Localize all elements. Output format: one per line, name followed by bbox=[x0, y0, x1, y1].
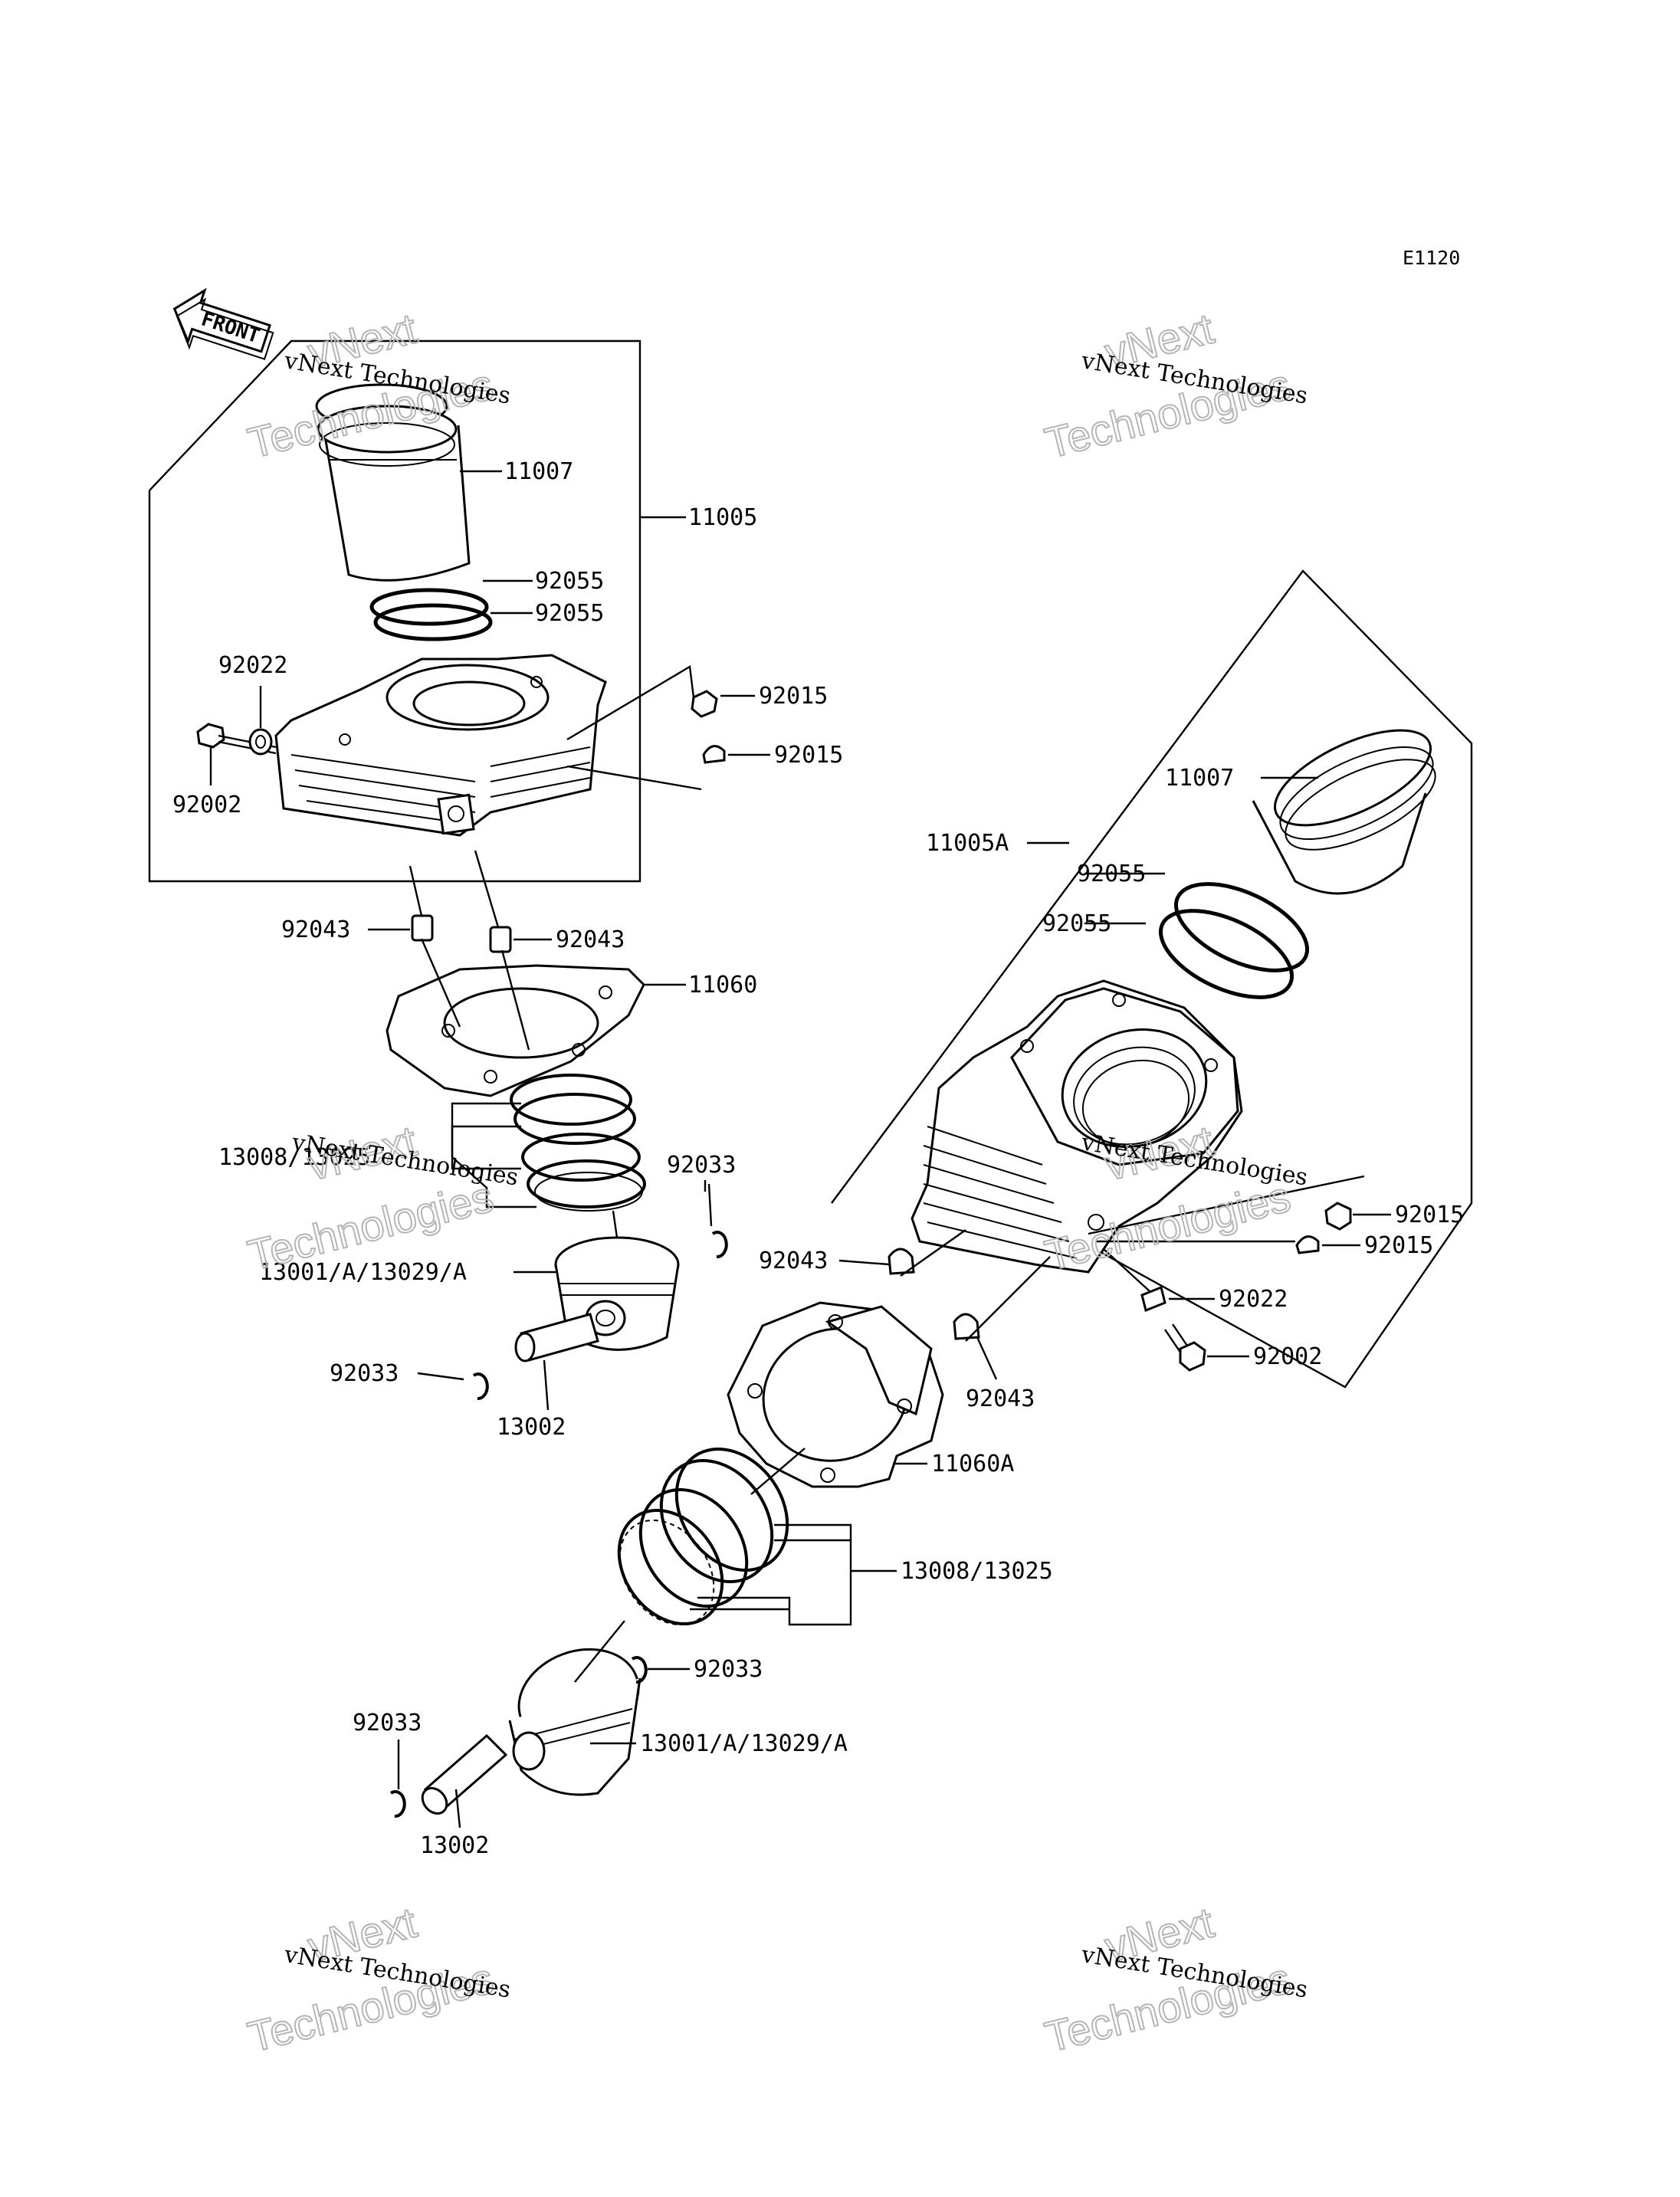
piston-pin-13002-rear bbox=[421, 1733, 508, 1815]
o-ring-92055-rear-a bbox=[1173, 882, 1310, 972]
label-92015-a: 92015 bbox=[759, 683, 828, 710]
watermark-bottom-right: vNext Technologies vNext Technologies bbox=[1039, 1897, 1309, 2061]
label-92015-rear-b: 92015 bbox=[1364, 1232, 1433, 1259]
circlip-92033-a bbox=[711, 1231, 728, 1259]
piston-rings-13008-rear bbox=[617, 1448, 789, 1626]
o-ring-92055-rear-b bbox=[1158, 909, 1294, 999]
label-11060A: 11060A bbox=[931, 1451, 1014, 1477]
label-92033-rear-a: 92033 bbox=[694, 1656, 763, 1683]
cap-nut-92015-rear-a bbox=[1324, 1202, 1352, 1231]
o-ring-92055-a bbox=[369, 588, 489, 626]
label-92033-rear-b: 92033 bbox=[353, 1710, 422, 1736]
label-92043-rear-b: 92043 bbox=[966, 1385, 1035, 1412]
label-92002: 92002 bbox=[172, 792, 241, 818]
o-ring-92055-b bbox=[373, 603, 493, 641]
label-92033-a: 92033 bbox=[667, 1152, 736, 1179]
piston-13001-rear bbox=[508, 1648, 641, 1796]
label-92043-b: 92043 bbox=[556, 926, 625, 953]
bolt-92002-rear bbox=[1164, 1323, 1206, 1372]
label-13002: 13002 bbox=[497, 1414, 566, 1441]
labels-rear: 11007 11005A 92055 92055 92015 92015 920… bbox=[353, 765, 1464, 1859]
label-13001: 13001/A/13029/A bbox=[259, 1259, 467, 1286]
label-92055-rear-a: 92055 bbox=[1077, 861, 1146, 887]
cap-nut-92015-b bbox=[702, 745, 726, 764]
dowel-92043-a bbox=[411, 914, 434, 942]
circlip-92033-rear-b bbox=[389, 1790, 406, 1818]
watermark-mid-left: vNext Technologies vNext Technologies bbox=[242, 1115, 520, 1280]
cap-nut-92015-a bbox=[691, 690, 718, 718]
leader-lines bbox=[209, 470, 1391, 1828]
label-11060: 11060 bbox=[688, 972, 757, 998]
label-92022: 92022 bbox=[218, 652, 287, 679]
dowel-92043-rear-a bbox=[888, 1248, 915, 1275]
label-11007-rear: 11007 bbox=[1165, 765, 1234, 792]
rear-cylinder-group bbox=[389, 569, 1473, 1818]
label-11007: 11007 bbox=[504, 458, 573, 485]
label-13008-rear: 13008/13025 bbox=[901, 1558, 1053, 1585]
label-13002-rear: 13002 bbox=[420, 1832, 489, 1859]
gasket-11060 bbox=[386, 964, 645, 1097]
label-13001-rear: 13001/A/13029/A bbox=[640, 1730, 848, 1757]
circlip-92033-b bbox=[472, 1372, 489, 1401]
front-arrow-icon: FRONT bbox=[172, 287, 274, 360]
label-92055-a: 92055 bbox=[535, 568, 604, 595]
label-92043-rear-a: 92043 bbox=[759, 1248, 828, 1274]
cap-nut-92015-rear-b bbox=[1295, 1235, 1320, 1254]
label-11005: 11005 bbox=[688, 504, 757, 531]
cylinder-block bbox=[274, 654, 607, 837]
washer-92022-rear bbox=[1140, 1285, 1166, 1313]
sleeve-11007-rear bbox=[1252, 729, 1436, 895]
diagram-code: E1120 bbox=[1403, 247, 1460, 269]
label-92043-a: 92043 bbox=[281, 917, 350, 943]
label-92022-rear: 92022 bbox=[1219, 1286, 1288, 1313]
watermark-bottom-left: vNext Technologies vNext Technologies bbox=[242, 1897, 512, 2061]
labels-front: 11007 11005 92055 92055 92022 92002 9201… bbox=[172, 458, 843, 1441]
label-92033-b: 92033 bbox=[330, 1360, 399, 1387]
label-92015-rear-a: 92015 bbox=[1395, 1202, 1464, 1228]
piston-rings-13008 bbox=[510, 1074, 646, 1212]
front-cylinder-group bbox=[148, 339, 728, 1401]
watermark-top-right: vNext Technologies vNext Technologies bbox=[1039, 303, 1309, 467]
washer-92022 bbox=[248, 728, 273, 756]
dowel-92043-rear-b bbox=[953, 1313, 980, 1340]
bracket-11005A bbox=[831, 569, 1473, 1389]
label-13008: 13008/13025 bbox=[218, 1144, 371, 1171]
bracket-11005 bbox=[148, 339, 641, 883]
label-92002-rear: 92002 bbox=[1253, 1343, 1322, 1370]
piston-pin-13002 bbox=[514, 1313, 599, 1362]
cylinder-block-rear bbox=[911, 979, 1243, 1274]
label-92055-rear-b: 92055 bbox=[1042, 910, 1111, 937]
label-92055-b: 92055 bbox=[535, 600, 604, 627]
gasket-11060A bbox=[727, 1301, 944, 1488]
circlip-92033-rear-a bbox=[631, 1656, 648, 1684]
label-11005A: 11005A bbox=[926, 830, 1009, 857]
dowel-92043-b bbox=[489, 926, 512, 953]
label-92015-b: 92015 bbox=[774, 742, 843, 769]
sleeve-11007 bbox=[315, 383, 471, 582]
